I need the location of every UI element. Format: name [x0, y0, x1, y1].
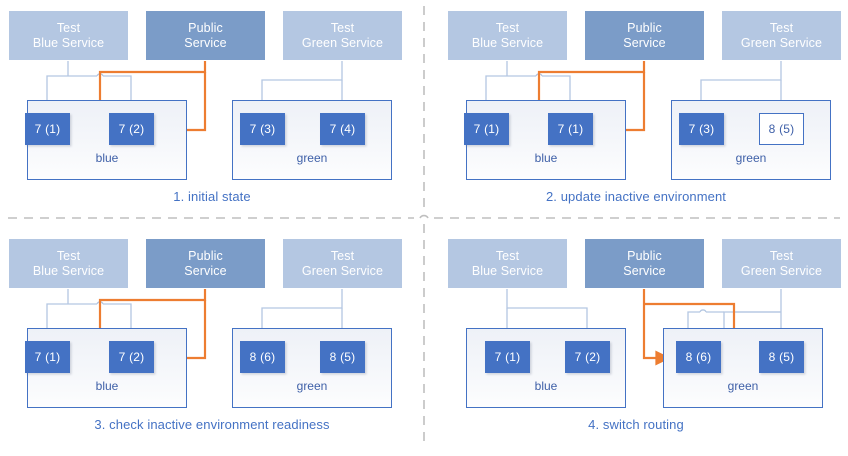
green-environment-label: green	[296, 379, 328, 393]
test-green-service-box[interactable]: Test Green Service	[283, 11, 402, 60]
green-environment-label: green	[296, 151, 328, 165]
instance-box[interactable]: 7 (3)	[679, 113, 724, 145]
blue-environment-label: blue	[534, 151, 558, 165]
test-blue-service-box[interactable]: Test Blue Service	[448, 239, 567, 288]
public-service-box[interactable]: Public Service	[585, 239, 704, 288]
public-service-box[interactable]: Public Service	[146, 11, 265, 60]
test-green-service-box[interactable]: Test Green Service	[722, 239, 841, 288]
blue-environment-label: blue	[95, 379, 119, 393]
panel-update-inactive-environment: Test Blue Service Public Service Test Gr…	[424, 0, 848, 228]
green-environment-label: green	[735, 151, 767, 165]
test-blue-service-box[interactable]: Test Blue Service	[9, 11, 128, 60]
panel-caption: 1. initial state	[173, 189, 251, 204]
instance-box[interactable]: 7 (1)	[485, 341, 530, 373]
instance-box[interactable]: 7 (4)	[320, 113, 365, 145]
test-blue-service-box[interactable]: Test Blue Service	[448, 11, 567, 60]
green-environment-label: green	[727, 379, 759, 393]
instance-box[interactable]: 8 (6)	[240, 341, 285, 373]
blue-environment-label: blue	[534, 379, 558, 393]
public-service-box[interactable]: Public Service	[585, 11, 704, 60]
test-green-service-box[interactable]: Test Green Service	[283, 239, 402, 288]
instance-box[interactable]: 7 (1)	[548, 113, 593, 145]
panel-caption: 2. update inactive environment	[545, 189, 727, 204]
panel-switch-routing: Test Blue Service Public Service Test Gr…	[424, 228, 848, 456]
instance-box[interactable]: 7 (2)	[109, 341, 154, 373]
instance-box[interactable]: 7 (1)	[25, 341, 70, 373]
panel-caption: 4. switch routing	[588, 417, 684, 432]
public-service-box[interactable]: Public Service	[146, 239, 265, 288]
instance-box[interactable]: 7 (2)	[565, 341, 610, 373]
panel-initial-state: Test Blue Service Public Service Test Gr…	[0, 0, 424, 228]
panel-check-inactive-environment-readiness: Test Blue Service Public Service Test Gr…	[0, 228, 424, 456]
test-blue-service-box[interactable]: Test Blue Service	[9, 239, 128, 288]
panel-caption: 3. check inactive environment readiness	[94, 417, 330, 432]
instance-box[interactable]: 8 (6)	[676, 341, 721, 373]
instance-box[interactable]: 8 (5)	[320, 341, 365, 373]
test-green-service-box[interactable]: Test Green Service	[722, 11, 841, 60]
blue-environment-label: blue	[95, 151, 119, 165]
instance-box-pending[interactable]: 8 (5)	[759, 113, 804, 145]
instance-box[interactable]: 7 (2)	[109, 113, 154, 145]
instance-box[interactable]: 8 (5)	[759, 341, 804, 373]
instance-box[interactable]: 7 (1)	[25, 113, 70, 145]
instance-box[interactable]: 7 (1)	[464, 113, 509, 145]
instance-box[interactable]: 7 (3)	[240, 113, 285, 145]
